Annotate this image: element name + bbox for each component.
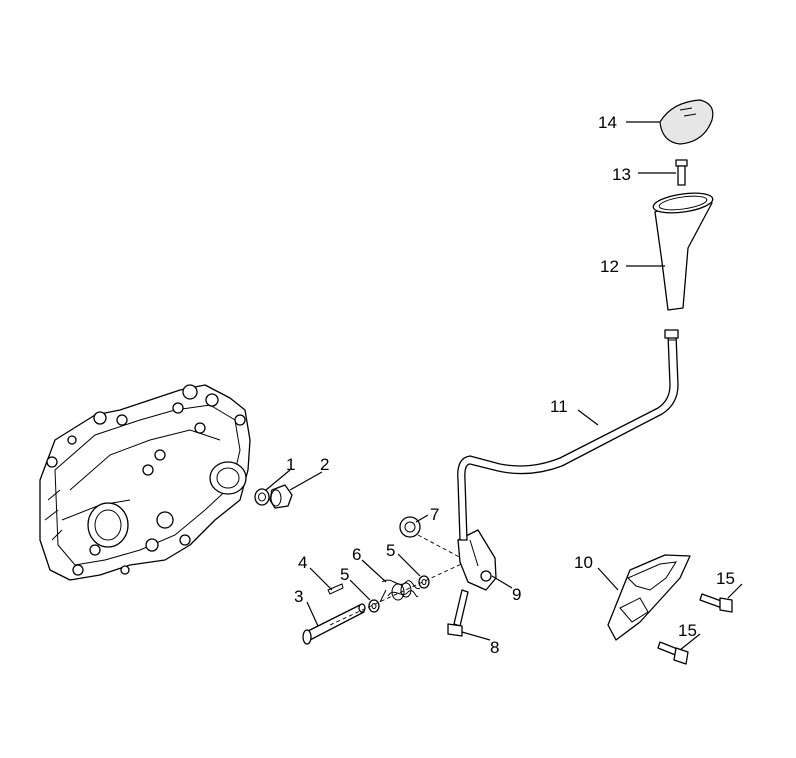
part-13-handle-bolt <box>675 159 688 186</box>
part-12-lever-handle <box>652 192 714 311</box>
callout-9: 9 <box>512 585 521 604</box>
part-7-bushing <box>399 516 421 538</box>
callout-6: 6 <box>352 545 361 564</box>
callout-14: 14 <box>598 113 617 132</box>
callout-7: 7 <box>430 505 439 524</box>
callout-labels: 1 2 3 4 5 5 6 7 8 9 10 11 12 13 14 15 15 <box>286 113 735 657</box>
callout-11: 11 <box>550 397 568 416</box>
callout-5-left: 5 <box>340 565 349 584</box>
part-8-bolt <box>447 589 469 637</box>
callout-15-upper: 15 <box>716 569 735 588</box>
callout-1: 1 <box>286 455 295 474</box>
part-15-bolt-upper <box>699 593 733 613</box>
part-4-cotter-pin <box>327 583 344 595</box>
part-14-knob-cap <box>659 99 714 145</box>
callout-4: 4 <box>298 553 307 572</box>
callout-12: 12 <box>600 257 619 276</box>
part-10-bracket-plate <box>607 554 691 641</box>
part-3-pivot-pin <box>302 603 366 645</box>
callout-10: 10 <box>574 553 593 572</box>
assembly-axis <box>329 559 471 626</box>
callout-5-right: 5 <box>386 541 395 560</box>
part-11-shift-lever <box>457 329 679 541</box>
part-1-washer <box>254 488 270 506</box>
part-9-pivot-bracket <box>457 529 497 591</box>
engine-cover-housing <box>39 384 251 581</box>
callout-8: 8 <box>490 638 499 657</box>
part-6-return-spring <box>379 579 421 603</box>
part-2-seal <box>269 484 293 509</box>
part-15-bolt-lower <box>657 641 689 665</box>
assembly-axis-upper <box>417 534 466 561</box>
leader-lines <box>265 121 743 651</box>
callout-15-lower: 15 <box>678 621 697 640</box>
callout-13: 13 <box>612 165 631 184</box>
callout-2: 2 <box>320 455 329 474</box>
callout-3: 3 <box>294 587 303 606</box>
part-5-washer-right <box>418 575 430 589</box>
